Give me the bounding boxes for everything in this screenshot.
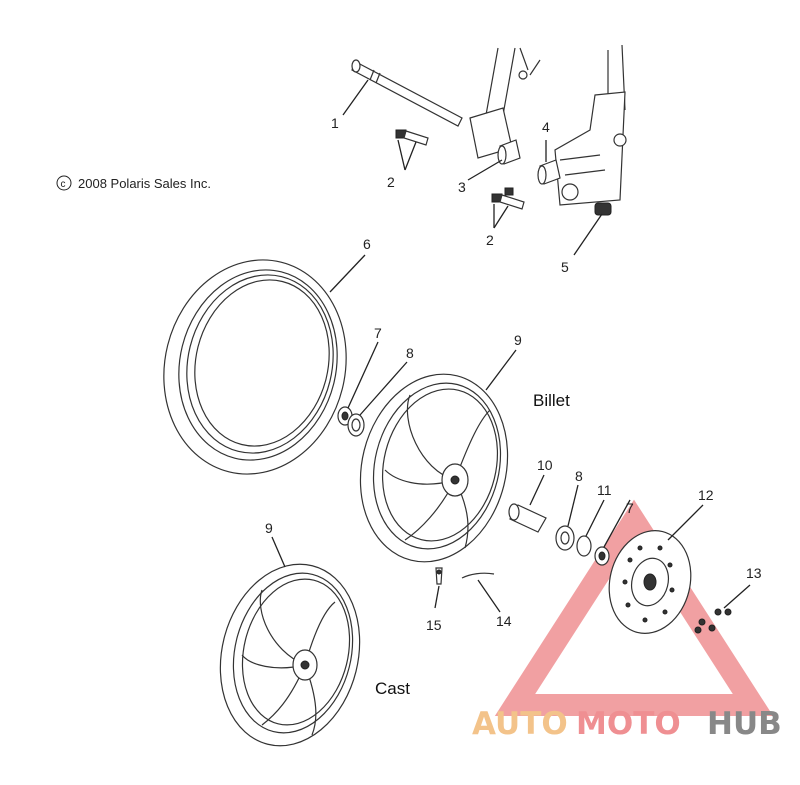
axle-nut-part (594, 202, 612, 216)
disc-bolts-part (694, 608, 732, 634)
billet-label: Billet (533, 391, 570, 410)
callout-lines (271, 79, 751, 613)
callout-7-left: 7 (374, 325, 382, 341)
bolt-part-lower (491, 187, 525, 210)
bearing-part-right (555, 525, 575, 551)
copyright-text: 2008 Polaris Sales Inc. (78, 176, 211, 191)
callout-14: 14 (496, 613, 512, 629)
callout-9-billet: 9 (514, 332, 522, 348)
callout-4: 4 (542, 119, 550, 135)
callout-1: 1 (331, 115, 339, 131)
callout-15: 15 (426, 617, 442, 633)
callout-7-right: 7 (626, 500, 634, 516)
watermark-triangle (494, 499, 774, 716)
bolt-part-upper (395, 129, 429, 146)
tire-part (163, 259, 347, 475)
valve-stem-part (435, 567, 443, 585)
callout-3: 3 (458, 179, 466, 195)
copyright-notice: c 2008 Polaris Sales Inc. (56, 175, 211, 191)
copyright-symbol: c (61, 179, 66, 190)
seal-part-right (594, 546, 610, 566)
callout-2-lower: 2 (486, 232, 494, 248)
billet-wheel-part (359, 373, 509, 563)
callout-11: 11 (597, 482, 612, 498)
watermark-hub: HUB (707, 706, 782, 742)
callout-12: 12 (698, 487, 714, 503)
spacer-part-4 (537, 159, 561, 185)
weight-part (461, 572, 495, 579)
watermark-auto: AUTO (472, 706, 568, 742)
callout-5: 5 (561, 259, 569, 275)
snap-ring-part (576, 535, 592, 557)
callout-13: 13 (746, 565, 762, 581)
spacer-part-3 (497, 139, 521, 165)
callout-8-right: 8 (575, 468, 583, 484)
bearing-part-left (347, 413, 365, 437)
cast-wheel-part (219, 563, 361, 747)
callout-6: 6 (363, 236, 371, 252)
axle-part (351, 59, 463, 127)
callout-9-cast: 9 (265, 520, 273, 536)
callout-2-upper: 2 (387, 174, 395, 190)
cast-label: Cast (375, 679, 410, 698)
watermark-logo: AUTO MOTO HUB (472, 706, 782, 742)
callout-10: 10 (537, 457, 553, 473)
watermark-moto: MOTO (576, 706, 681, 742)
spacer-tube-part (508, 503, 547, 533)
brake-disc-part (608, 530, 692, 634)
callout-8-left: 8 (406, 345, 414, 361)
